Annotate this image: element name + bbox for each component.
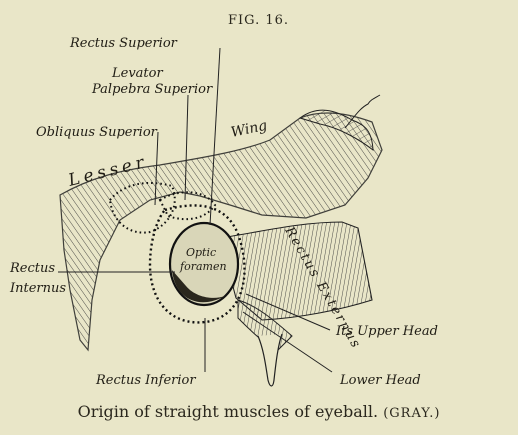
caption-attribution: (GRAY.)	[383, 406, 440, 421]
label-lower-head: Lower Head	[339, 373, 421, 388]
label-its-upper-head: Its Upper Head	[335, 324, 438, 339]
figure-number: FIG. 16.	[228, 13, 289, 28]
label-rectus-inferior: Rectus Inferior	[95, 373, 196, 388]
figure-caption: Origin of straight muscles of eyeball. (…	[0, 402, 518, 421]
label-optic-line2: foramen	[179, 260, 227, 273]
leader-lower-head	[243, 312, 332, 372]
caption-text: Origin of straight muscles of eyeball.	[78, 402, 379, 421]
pendant	[258, 334, 282, 386]
label-rectus-internus-line1: Rectus	[9, 261, 55, 276]
label-rectus-superior: Rectus Superior	[69, 36, 178, 51]
label-levator-line2: Palpebra Superior	[91, 82, 213, 97]
label-levator-line1: Levator	[111, 66, 163, 81]
label-wing: Wing	[230, 118, 269, 141]
label-obliquus-superior: Obliquus Superior	[36, 125, 158, 140]
label-rectus-internus-line2: Internus	[9, 281, 66, 296]
label-optic-line1: Optic	[186, 246, 216, 259]
